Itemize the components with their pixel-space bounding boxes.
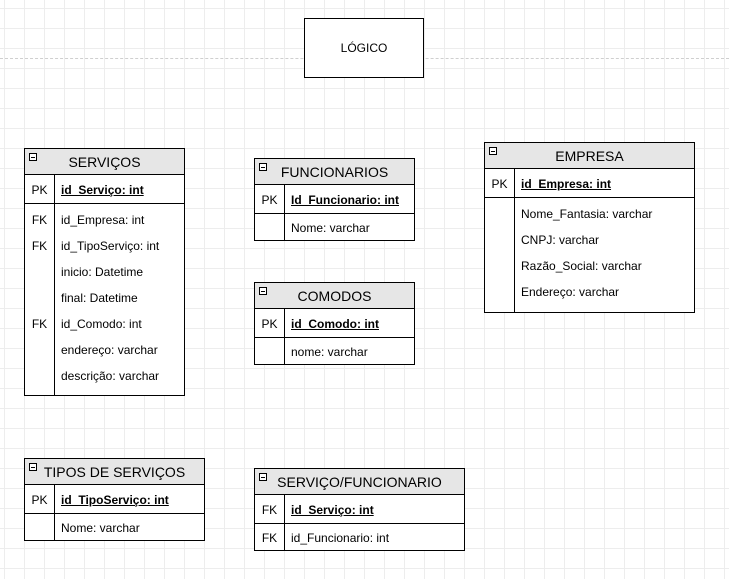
collapse-icon[interactable]	[259, 163, 267, 171]
attribute-row[interactable]: Razão_Social: varchar	[485, 252, 694, 278]
entity-header[interactable]: COMODOS	[255, 283, 414, 309]
attribute-field: CNPJ: varchar	[521, 233, 600, 247]
key-column-divider	[514, 169, 515, 197]
attribute-field: Nome_Fantasia: varchar	[521, 207, 653, 221]
key-column-divider	[284, 524, 285, 550]
key-column-divider	[54, 514, 55, 540]
attribute-field: final: Datetime	[61, 291, 138, 305]
attribute-row[interactable]: FK id_TipoServiço: int	[25, 232, 184, 258]
key-column-divider	[54, 175, 55, 203]
primary-key-row[interactable]: PK id_Empresa: int	[485, 169, 694, 198]
attribute-row[interactable]: inicio: Datetime	[25, 258, 184, 284]
attribute-row[interactable]: Endereço: varchar	[485, 278, 694, 304]
attribute-list: Nome: varchar	[25, 514, 204, 540]
entity-name: SERVIÇOS	[68, 153, 141, 170]
attribute-row[interactable]: Nome: varchar	[25, 514, 204, 540]
entity-header[interactable]: EMPRESA	[485, 143, 694, 169]
key-label: PK	[31, 493, 48, 507]
key-column-divider	[284, 495, 285, 523]
entity-name: COMODOS	[297, 287, 372, 304]
entity-header[interactable]: SERVIÇO/FUNCIONARIO	[255, 469, 464, 495]
primary-key-field: id_Empresa: int	[521, 177, 612, 191]
primary-key-row[interactable]: PK id_Serviço: int	[25, 175, 184, 204]
primary-key-row[interactable]: FK id_Serviço: int	[255, 495, 464, 524]
key-label: PK	[31, 183, 48, 197]
diagram-title-box[interactable]: LÓGICO	[304, 18, 424, 78]
primary-key-field: id_Comodo: int	[291, 317, 379, 331]
primary-key-field: id_TipoServiço: int	[61, 493, 169, 507]
entity-header[interactable]: SERVIÇOS	[25, 149, 184, 175]
primary-key-field: id_Serviço: int	[61, 183, 144, 197]
attribute-row[interactable]: FK id_Comodo: int	[25, 310, 184, 336]
key-column-divider	[54, 485, 55, 513]
attribute-row[interactable]: FK id_Empresa: int	[25, 206, 184, 232]
attribute-field: inicio: Datetime	[61, 265, 144, 279]
attribute-field: Nome: varchar	[291, 221, 370, 235]
entity-name: FUNCIONARIOS	[280, 163, 389, 180]
primary-key-field: Id_Funcionario: int	[291, 193, 399, 207]
attribute-field: id_Funcionario: int	[291, 531, 390, 545]
key-label: FK	[31, 213, 48, 227]
attribute-row[interactable]: descrição: varchar	[25, 362, 184, 388]
key-column-divider	[284, 185, 285, 213]
attribute-row[interactable]: FK id_Funcionario: int	[255, 524, 464, 550]
primary-key-row[interactable]: PK id_TipoServiço: int	[25, 485, 204, 514]
entity-header[interactable]: TIPOS DE SERVIÇOS	[25, 459, 204, 485]
key-column-divider	[284, 214, 285, 240]
entity-header[interactable]: FUNCIONARIOS	[255, 159, 414, 185]
attribute-row[interactable]: endereço: varchar	[25, 336, 184, 362]
primary-key-field: id_Serviço: int	[291, 503, 374, 517]
attribute-field: descrição: varchar	[61, 369, 160, 383]
collapse-icon[interactable]	[489, 147, 497, 155]
key-label: PK	[491, 177, 508, 191]
key-column-divider	[54, 204, 55, 395]
key-label: FK	[31, 317, 48, 331]
diagram-title: LÓGICO	[340, 41, 388, 55]
key-column-divider	[284, 338, 285, 364]
attribute-field: Nome: varchar	[61, 521, 140, 535]
primary-key-row[interactable]: PK id_Comodo: int	[255, 309, 414, 338]
primary-key-row[interactable]: PK Id_Funcionario: int	[255, 185, 414, 214]
attribute-list: FK id_Funcionario: int	[255, 524, 464, 550]
entity-comodos[interactable]: COMODOS PK id_Comodo: int nome: varchar	[254, 282, 415, 365]
key-label: PK	[261, 317, 278, 331]
entity-name: EMPRESA	[555, 147, 624, 164]
attribute-row[interactable]: Nome: varchar	[255, 214, 414, 240]
key-label: FK	[31, 239, 48, 253]
attribute-row[interactable]: Nome_Fantasia: varchar	[485, 200, 694, 226]
key-label: FK	[261, 531, 278, 545]
key-column-divider	[514, 198, 515, 312]
collapse-icon[interactable]	[29, 463, 37, 471]
attribute-field: id_TipoServiço: int	[61, 239, 160, 253]
attribute-field: nome: varchar	[291, 345, 368, 359]
attribute-row[interactable]: final: Datetime	[25, 284, 184, 310]
attribute-row[interactable]: nome: varchar	[255, 338, 414, 364]
collapse-icon[interactable]	[29, 153, 37, 161]
attribute-list: nome: varchar	[255, 338, 414, 364]
attribute-field: Razão_Social: varchar	[521, 259, 642, 273]
collapse-icon[interactable]	[259, 287, 267, 295]
key-label: FK	[261, 503, 278, 517]
attribute-list: Nome: varchar	[255, 214, 414, 240]
attribute-field: endereço: varchar	[61, 343, 158, 357]
key-label: PK	[261, 193, 278, 207]
attribute-row[interactable]: CNPJ: varchar	[485, 226, 694, 252]
entity-name: TIPOS DE SERVIÇOS	[43, 463, 186, 480]
entity-name: SERVIÇO/FUNCIONARIO	[277, 473, 442, 490]
attribute-field: id_Comodo: int	[61, 317, 142, 331]
attribute-field: id_Empresa: int	[61, 213, 145, 227]
attribute-field: Endereço: varchar	[521, 285, 620, 299]
key-column-divider	[284, 309, 285, 337]
collapse-icon[interactable]	[259, 473, 267, 481]
